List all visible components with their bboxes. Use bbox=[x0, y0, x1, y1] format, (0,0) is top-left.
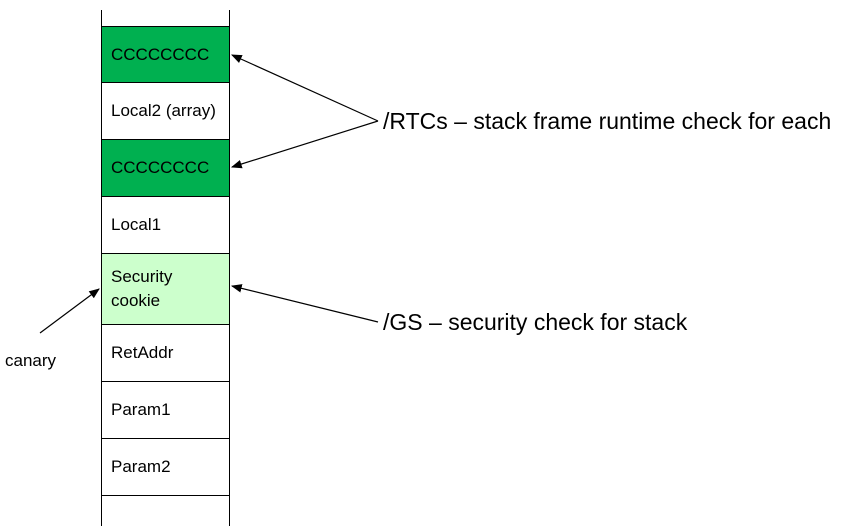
stack-cell-label: Local1 bbox=[111, 215, 162, 234]
stack-cell-local2: Local2 (array) bbox=[101, 82, 230, 140]
stack-cell-label: Local2 (array) bbox=[111, 101, 216, 120]
stack-cell-label: CCCCCCCC bbox=[111, 158, 210, 177]
gs-arrow-to-cookie bbox=[230, 284, 379, 323]
rtc-arrow-to-bottom-guard bbox=[230, 120, 379, 169]
stack-cell-label: CCCCCCCC bbox=[111, 44, 210, 64]
stack-cell-param2: Param2 bbox=[101, 438, 230, 496]
stack-cell-label: RetAddr bbox=[111, 343, 174, 362]
stack-cell-label: Param1 bbox=[111, 400, 171, 419]
canary-label: canary bbox=[5, 351, 57, 370]
gs-annotation: /GS – security check for stack bbox=[383, 309, 688, 335]
rtc-annotation: /RTCs – stack frame runtime check for ea… bbox=[383, 108, 832, 134]
canary-arrow-to-cookie bbox=[39, 288, 100, 334]
stack-cell-label: Param2 bbox=[111, 457, 171, 476]
stack-cell-label: Security cookie bbox=[111, 267, 173, 310]
stack-cell-rtc-guard-top: CCCCCCCC bbox=[101, 26, 230, 83]
rtc-arrow-to-top-guard bbox=[231, 54, 379, 122]
stack-cell-local1: Local1 bbox=[101, 196, 230, 254]
stack-cell-param1: Param1 bbox=[101, 381, 230, 439]
